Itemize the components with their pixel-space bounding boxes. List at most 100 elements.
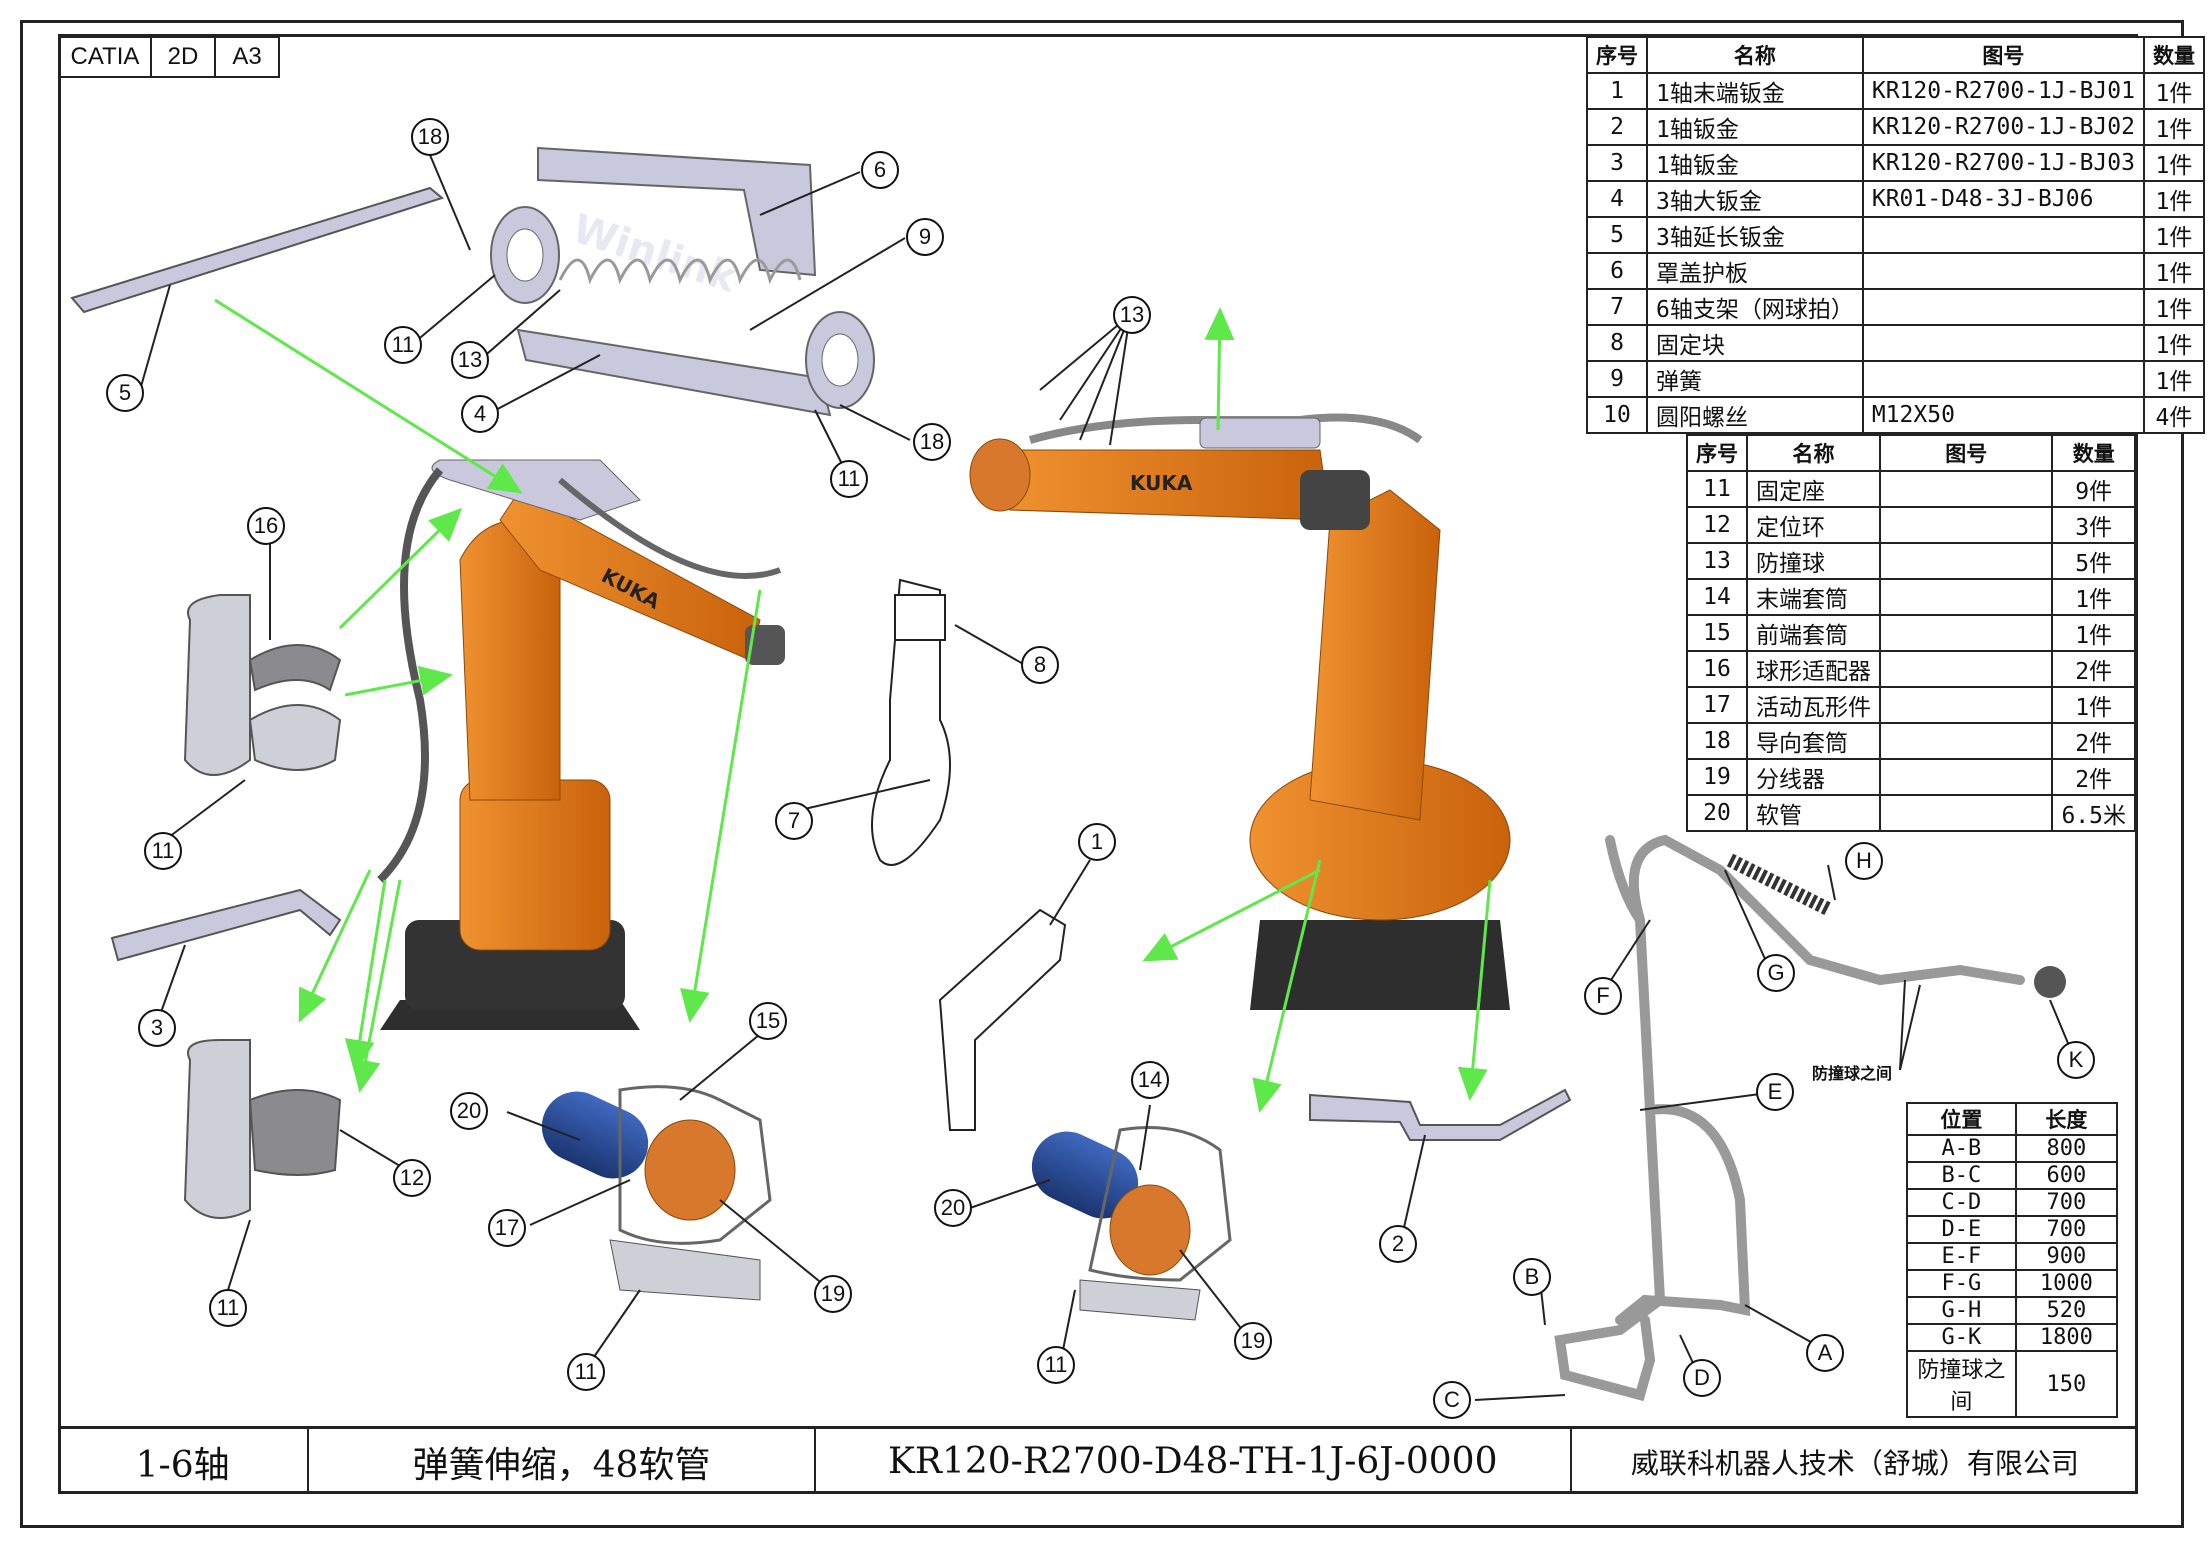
cell-col-0: 13 — [1686, 542, 1748, 580]
callout-8: 8 — [1021, 646, 1059, 684]
left-robot: KUKA — [377, 459, 785, 1030]
cell-col-0: 14 — [1686, 578, 1748, 616]
callout-20-right: 20 — [934, 1189, 972, 1227]
callout-13-left: 13 — [451, 341, 489, 379]
route-point-f: F — [1584, 977, 1622, 1015]
title-axis-range: 1-6轴 — [58, 1429, 310, 1494]
part-7-racket — [871, 578, 951, 866]
cell-col-1: 800 — [2014, 1134, 2119, 1163]
cell-col-1: 1轴钣金 — [1646, 108, 1864, 146]
cell-col-3: 1件 — [2142, 324, 2205, 362]
watermark-text: Winlink — [567, 206, 743, 302]
tag-paper-size: A3 — [214, 36, 280, 78]
cell-col-3: 1件 — [2142, 252, 2205, 290]
cell-col-2 — [1861, 360, 2145, 398]
route-point-e: E — [1756, 1073, 1794, 1111]
cell-col-2 — [1878, 578, 2054, 616]
route-point-h: H — [1845, 842, 1883, 880]
robot-logo-right: KUKA — [1130, 471, 1193, 495]
callout-2: 2 — [1379, 1225, 1417, 1263]
cell-col-2 — [1878, 686, 2054, 724]
cell-col-1: 分线器 — [1746, 758, 1881, 796]
cell-col-2 — [1878, 470, 2054, 508]
callout-11-lower-clamp: 11 — [209, 1289, 247, 1327]
part-3-bracket — [110, 888, 342, 962]
cell-col-1: 球形适配器 — [1746, 650, 1881, 688]
cell-col-1: 1轴末端钣金 — [1646, 72, 1864, 110]
callout-18-right: 18 — [913, 423, 951, 461]
title-block: 1-6轴 弹簧伸缩，48软管 KR120-R2700-D48-TH-1J-6J-… — [58, 1426, 2138, 1494]
cell-col-2: KR120-R2700-1J-BJ02 — [1861, 108, 2145, 146]
callout-1: 1 — [1078, 823, 1116, 861]
cell-col-2: KR01-D48-3J-BJ06 — [1861, 180, 2145, 218]
route-point-b: B — [1513, 1258, 1551, 1296]
cell-col-0: 15 — [1686, 614, 1748, 652]
cell-col-1: 700 — [2014, 1188, 2119, 1217]
route-point-d: D — [1683, 1359, 1721, 1397]
cell-col-0: 防撞球之间 — [1906, 1350, 2017, 1418]
callout-5: 5 — [106, 374, 144, 412]
cell-col-1: 3轴大钣金 — [1646, 180, 1864, 218]
col-index: 序号 — [1586, 36, 1648, 74]
hose-route-diagram — [1554, 834, 2025, 1402]
col-qty: 数量 — [2051, 434, 2136, 472]
callout-16: 16 — [247, 507, 285, 545]
clamp-set-lower-left — [183, 1039, 342, 1219]
cell-col-0: A-B — [1906, 1134, 2017, 1163]
bom-lower-header: 序号 名称 图号 数量 — [1686, 434, 2136, 472]
hose-assembly-17 — [541, 1085, 772, 1301]
cell-col-0: G-H — [1906, 1296, 2017, 1325]
cell-col-0: 2 — [1586, 108, 1648, 146]
cell-col-1: 活动瓦形件 — [1746, 686, 1881, 724]
part-9-spring — [490, 206, 875, 417]
cell-col-0: 16 — [1686, 650, 1748, 688]
cell-col-2 — [1878, 542, 2054, 580]
cell-col-3: 1件 — [2051, 578, 2136, 616]
cell-col-3: 2件 — [2051, 722, 2136, 760]
callout-3: 3 — [138, 1009, 176, 1047]
cell-col-1: 固定块 — [1646, 324, 1864, 362]
cell-col-0: D-E — [1906, 1215, 2017, 1244]
cell-col-0: 11 — [1686, 470, 1748, 508]
callout-13-right: 13 — [1113, 296, 1151, 334]
cell-col-1: 700 — [2014, 1215, 2119, 1244]
leader-lines — [139, 154, 2076, 1401]
part-5-plate — [70, 186, 445, 314]
cell-col-0: 8 — [1586, 324, 1648, 362]
cell-col-0: 4 — [1586, 180, 1648, 218]
cell-col-2: KR120-R2700-1J-BJ01 — [1861, 72, 2145, 110]
cell-col-3: 1件 — [2051, 686, 2136, 724]
cell-col-0: 19 — [1686, 758, 1748, 796]
callout-15: 15 — [749, 1002, 787, 1040]
col-qty: 数量 — [2142, 36, 2205, 74]
tag-dimension: 2D — [150, 36, 216, 78]
callout-9: 9 — [906, 218, 944, 256]
cell-col-1: 900 — [2014, 1242, 2119, 1271]
cell-col-3: 5件 — [2051, 542, 2136, 580]
cell-col-0: C-D — [1906, 1188, 2017, 1217]
cell-col-3: 1件 — [2142, 216, 2205, 254]
title-description: 弹簧伸缩，48软管 — [309, 1429, 816, 1494]
cell-col-1: 前端套筒 — [1746, 614, 1881, 652]
hose-end-k — [2034, 966, 2066, 998]
cell-col-1: 防撞球 — [1746, 542, 1881, 580]
cell-col-1: 导向套筒 — [1746, 722, 1881, 760]
cell-col-0: 7 — [1586, 288, 1648, 326]
cell-col-1: 3轴延长钣金 — [1646, 216, 1864, 254]
cell-col-0: 1 — [1586, 72, 1648, 110]
cell-col-3: 1件 — [2142, 72, 2205, 110]
